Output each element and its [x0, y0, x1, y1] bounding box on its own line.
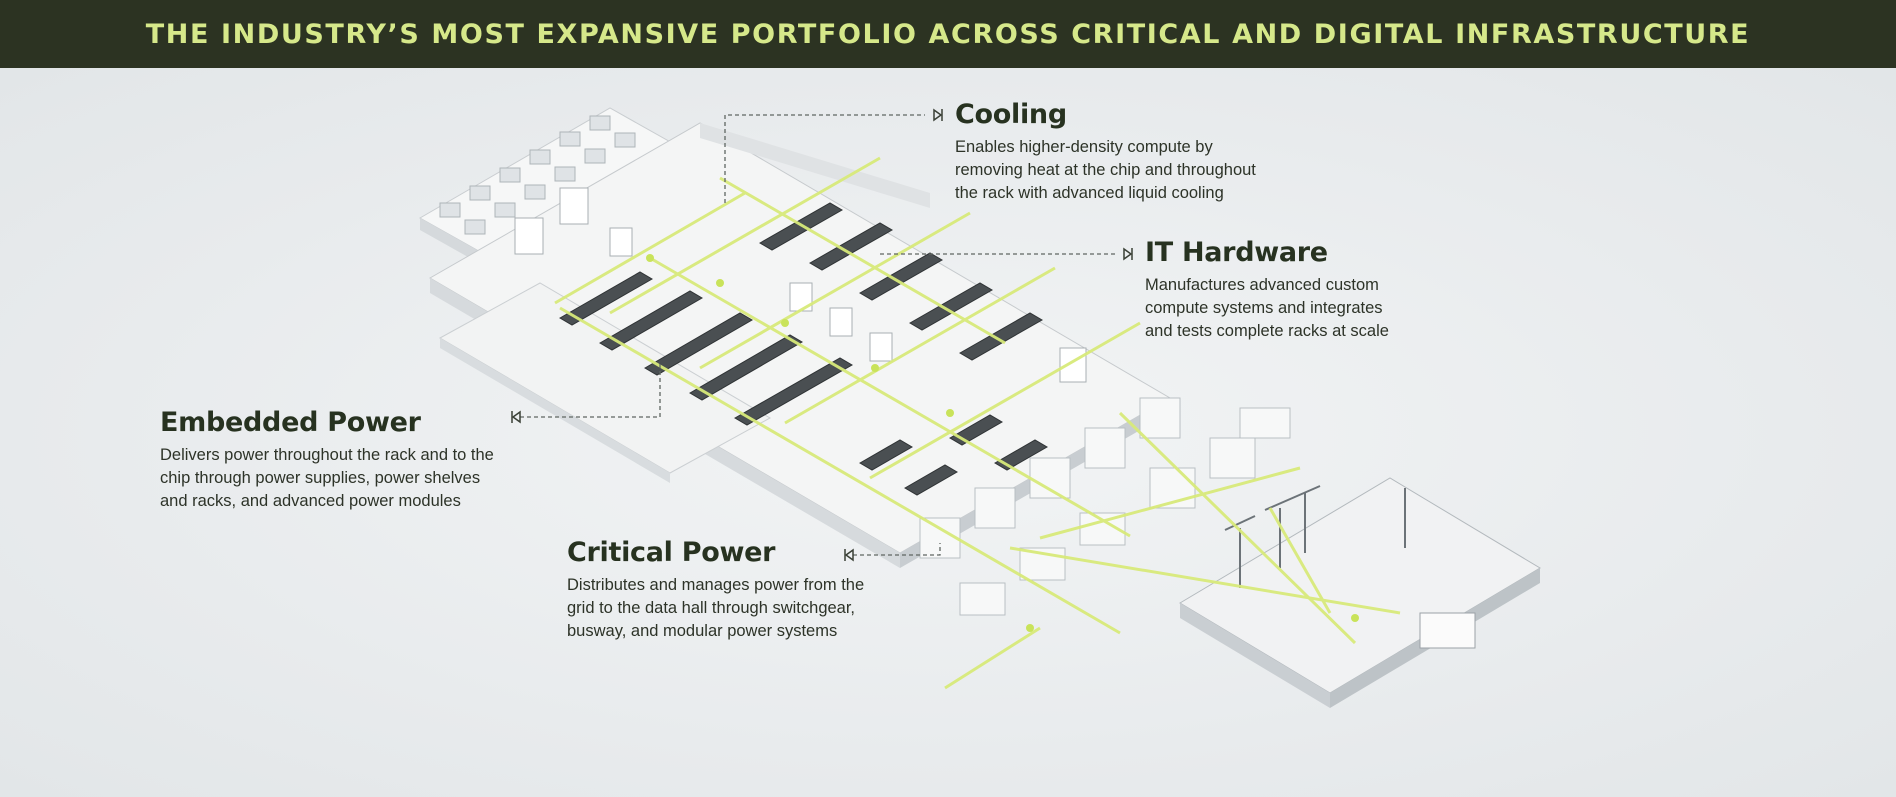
header-banner: THE INDUSTRY’S MOST EXPANSIVE PORTFOLIO … [0, 0, 1896, 68]
embedded-power-title: Embedded Power [160, 407, 421, 438]
it-hardware-description: Manufactures advanced custom compute sys… [1145, 274, 1389, 343]
critical-power-desc-line: grid to the data hall through switchgear… [567, 599, 856, 617]
it-hardware-desc-line: and tests complete racks at scale [1145, 322, 1389, 340]
embedded-power-desc-line: Delivers power throughout the rack and t… [160, 446, 494, 464]
callout-critical-power: Critical Power Distributes and manages p… [567, 537, 864, 643]
page-title: THE INDUSTRY’S MOST EXPANSIVE PORTFOLIO … [145, 18, 1751, 50]
power-yard [919, 397, 1291, 616]
cooling-fans [439, 115, 636, 235]
cooling-desc-line: removing heat at the chip and throughout [955, 161, 1256, 179]
critical-power-description: Distributes and manages power from the g… [567, 574, 864, 643]
embedded-power-desc-line: and racks, and advanced power modules [160, 492, 461, 510]
office-wing [438, 282, 772, 483]
callout-embedded-power: Embedded Power Delivers power throughout… [160, 407, 494, 513]
critical-power-desc-line: Distributes and manages power from the [567, 576, 865, 594]
power-lines [554, 156, 1401, 690]
cooling-description: Enables higher-density compute by removi… [955, 136, 1256, 205]
white-cabinets [514, 187, 1087, 383]
it-hardware-title: IT Hardware [1145, 237, 1328, 268]
callout-it-hardware: IT Hardware Manufactures advanced custom… [1145, 237, 1389, 343]
it-hardware-desc-line: compute systems and integrates [1145, 299, 1383, 317]
datacenter-illustration [418, 107, 1541, 708]
embedded-power-description: Delivers power throughout the rack and t… [160, 444, 494, 513]
cooling-desc-line: Enables higher-density compute by [955, 138, 1213, 156]
embedded-power-desc-line: chip through power supplies, power shelv… [160, 469, 481, 487]
arrow-bar-icon [511, 108, 1133, 562]
critical-power-desc-line: busway, and modular power systems [567, 622, 838, 640]
cooling-desc-line: the rack with advanced liquid cooling [955, 184, 1224, 202]
substation [1179, 477, 1541, 708]
leader-lines [520, 114, 1115, 556]
junction-nodes [646, 254, 1359, 632]
cooling-title: Cooling [955, 99, 1067, 130]
callout-cooling: Cooling Enables higher-density compute b… [955, 99, 1256, 205]
it-hardware-desc-line: Manufactures advanced custom [1145, 276, 1379, 294]
critical-power-title: Critical Power [567, 537, 776, 568]
